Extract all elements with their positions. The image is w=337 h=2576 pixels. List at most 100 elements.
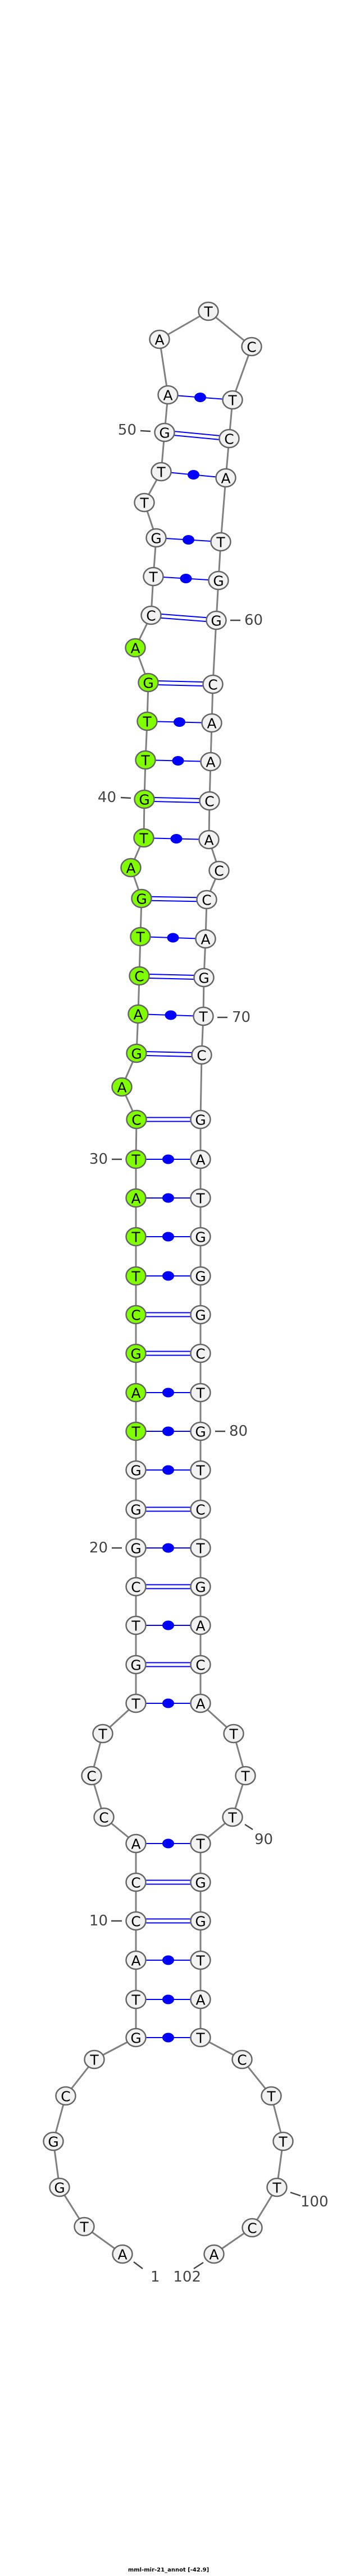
nucleotide-letter: G — [213, 573, 224, 589]
base-pair — [154, 756, 202, 766]
nucleotide-letter: T — [195, 1953, 205, 1969]
position-label: 100 — [290, 2191, 329, 2210]
nucleotide-letter: A — [131, 1953, 140, 1969]
nucleotide: T — [125, 1989, 147, 2010]
nucleotide: T — [272, 2131, 294, 2151]
nucleotide-letter: G — [198, 970, 209, 987]
nucleotide: T — [190, 1383, 211, 1403]
nucleotide: A — [190, 1149, 211, 1169]
pair-bond-line — [145, 1054, 192, 1058]
nucleotide-highlighted: T — [136, 711, 158, 731]
pair-dot — [165, 1010, 177, 1020]
nucleotide-circle — [190, 1538, 211, 1558]
nucleotide-letter: T — [131, 1269, 140, 1285]
nucleotide-letter: G — [130, 1463, 141, 1479]
nucleotide-circle — [261, 2086, 282, 2106]
nucleotide: G — [125, 1499, 147, 1519]
nucleotide: C — [190, 1499, 211, 1519]
position-label: 60 — [230, 612, 263, 629]
nucleotide: C — [140, 605, 162, 625]
nucleotide-circle — [125, 1266, 147, 1286]
nucleotide-circle — [190, 1421, 211, 1441]
nucleotide-circle — [129, 966, 150, 986]
nucleotide: C — [190, 1655, 211, 1675]
nucleotide-letter: T — [240, 1768, 250, 1785]
backbone-segment — [220, 477, 227, 542]
nucleotide-circle — [149, 329, 170, 349]
pair-dot — [194, 393, 206, 402]
nucleotide-circle — [222, 1807, 243, 1827]
nucleotide-circle — [125, 1343, 147, 1363]
nucleotide-highlighted: T — [135, 750, 156, 770]
nucleotide: C — [208, 860, 230, 881]
nucleotide-circle — [208, 570, 229, 591]
pair-bond-line — [160, 617, 207, 623]
pair-dot — [162, 1232, 174, 1242]
nucleotide-letter: T — [131, 1618, 140, 1634]
nucleotide-circle — [241, 337, 262, 357]
position-number: 50 — [118, 422, 136, 439]
nucleotide-letter: C — [214, 863, 224, 879]
position-label: 10 — [89, 1913, 122, 1929]
nucleotide-circle — [125, 2027, 147, 2048]
nucleotide-letter: T — [195, 2030, 205, 2047]
nucleotide-letter: T — [156, 464, 166, 481]
nucleotide-circle — [210, 532, 231, 552]
nucleotide-circle — [190, 1989, 211, 2010]
pair-bond-line — [149, 973, 195, 976]
nucleotide-letter: C — [195, 1502, 205, 1518]
nucleotide: G — [190, 1872, 211, 1892]
pair-dot — [174, 717, 185, 727]
nucleotide: C — [218, 428, 240, 449]
nucleotide-circle — [190, 1655, 211, 1675]
nucleotide-circle — [125, 1305, 147, 1325]
base-pair — [145, 1620, 191, 1630]
base-pair — [145, 1698, 191, 1708]
nucleotide-letter: A — [154, 332, 164, 348]
position-number: 102 — [173, 2269, 201, 2285]
nucleotide-letter: A — [117, 2247, 127, 2263]
nucleotide-letter: C — [131, 1112, 141, 1128]
position-label: 102 — [173, 2261, 204, 2285]
nucleotide: T — [190, 1950, 211, 1970]
nucleotide-circle — [140, 605, 162, 625]
nucleotide: A — [157, 385, 179, 405]
nucleotide-circle — [134, 789, 155, 809]
nucleotide-circle — [201, 713, 222, 733]
position-label: 70 — [217, 1009, 251, 1026]
nucleotide: G — [190, 1911, 211, 1931]
nucleotide: T — [190, 2027, 211, 2048]
nucleotide-letter: C — [197, 1048, 206, 1064]
base-pair — [145, 1955, 191, 1965]
nucleotide-letter: A — [221, 471, 230, 487]
nucleotide: T — [134, 492, 155, 513]
nucleotide: C — [202, 674, 224, 694]
label-tick — [193, 2261, 204, 2270]
nucleotide: G — [190, 1227, 211, 1247]
position-number: 70 — [232, 1009, 251, 1026]
nucleotide-highlighted: A — [125, 1383, 147, 1403]
nucleotide: C — [231, 2049, 253, 2070]
nucleotide-highlighted: G — [134, 789, 155, 809]
nucleotide-circle — [125, 1538, 147, 1558]
nucleotide-highlighted: T — [130, 927, 151, 947]
nucleotide-letter: A — [131, 1191, 140, 1207]
nucleotide-letter: G — [54, 2180, 65, 2196]
nucleotide-circle — [206, 610, 227, 630]
nucleotide-letter: T — [131, 1992, 140, 2008]
nucleotide-circle — [145, 528, 167, 548]
nucleotide: G — [190, 1421, 211, 1441]
nucleotide-circle — [125, 1615, 147, 1635]
nucleotide-letter: C — [247, 339, 256, 356]
nucleotide-letter: G — [139, 792, 149, 808]
nucleotide-letter: C — [134, 969, 144, 985]
nucleotide-highlighted: T — [125, 1227, 147, 1247]
nucleotide-letter: C — [86, 1768, 96, 1785]
base-pair — [145, 1351, 191, 1356]
nucleotide: A — [201, 713, 222, 733]
pair-dot — [188, 470, 199, 480]
nucleotide-highlighted: C — [125, 1305, 147, 1325]
nucleotide: T — [266, 2177, 288, 2197]
nucleotide-letter: T — [229, 1726, 238, 1743]
position-label: 90 — [244, 1823, 273, 1848]
